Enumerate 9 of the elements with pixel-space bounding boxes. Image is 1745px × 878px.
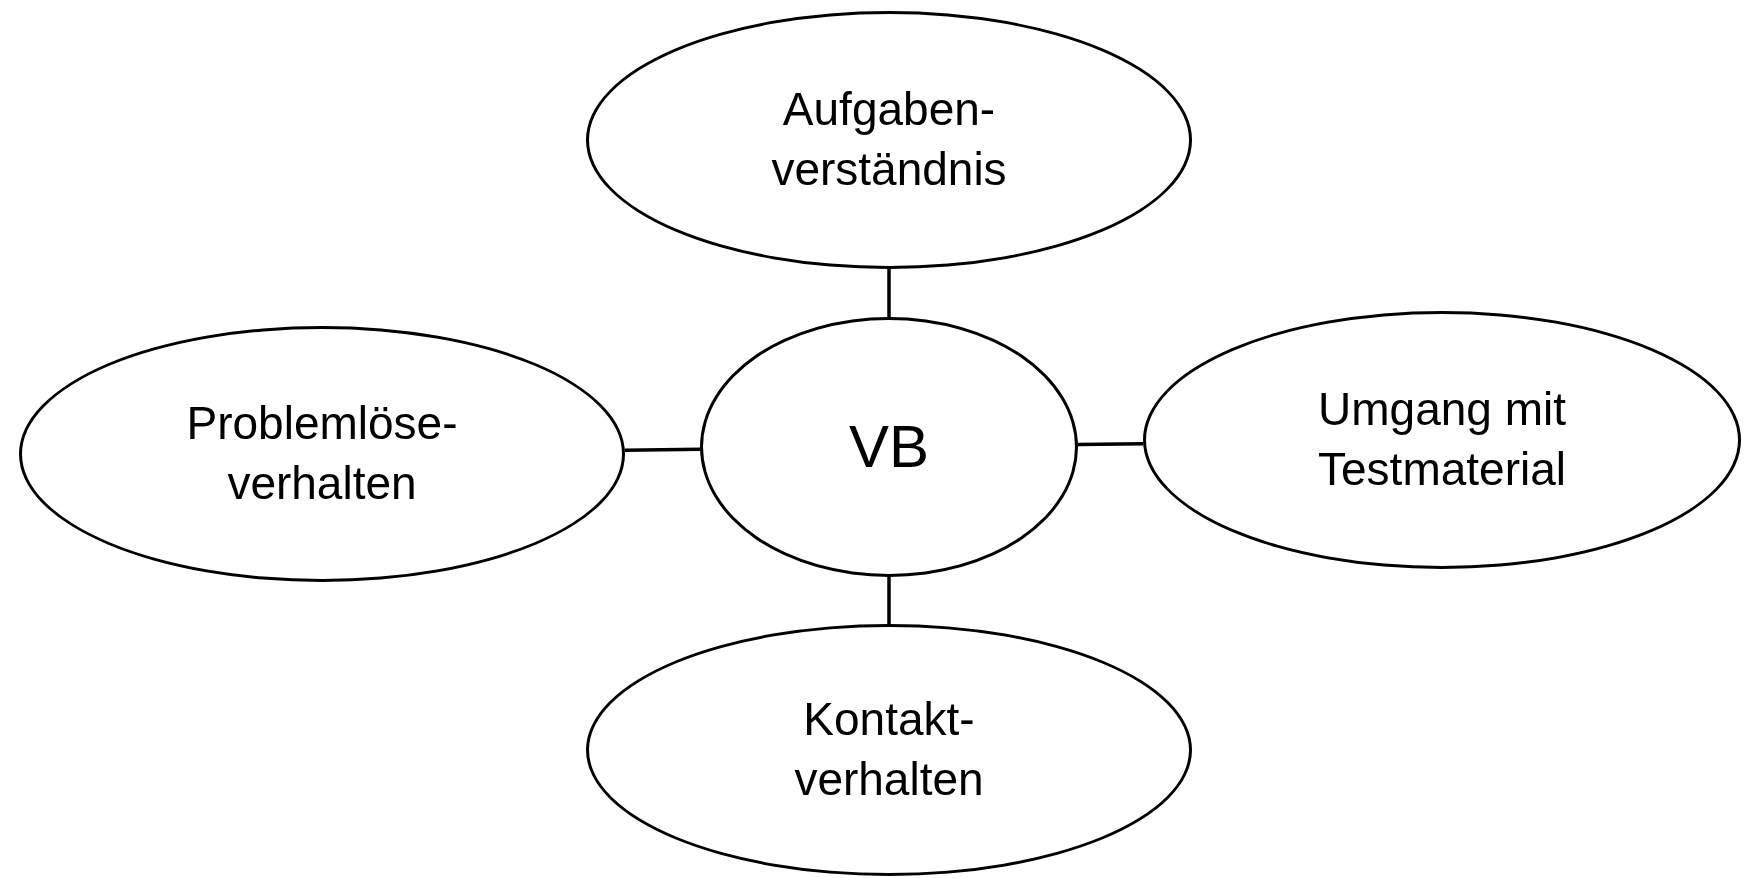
node-label: Kontakt- verhalten [793, 692, 985, 807]
connector-line [1077, 442, 1144, 447]
node-label: Aufgaben- verständnis [770, 82, 1008, 197]
connector-line [887, 577, 891, 624]
node-label: Problemlöse- verhalten [185, 396, 459, 511]
node-label: VB [848, 412, 929, 482]
connector-line [624, 447, 701, 452]
connector-line [887, 269, 891, 317]
node-label: Umgang mit Testmaterial [1317, 382, 1567, 497]
